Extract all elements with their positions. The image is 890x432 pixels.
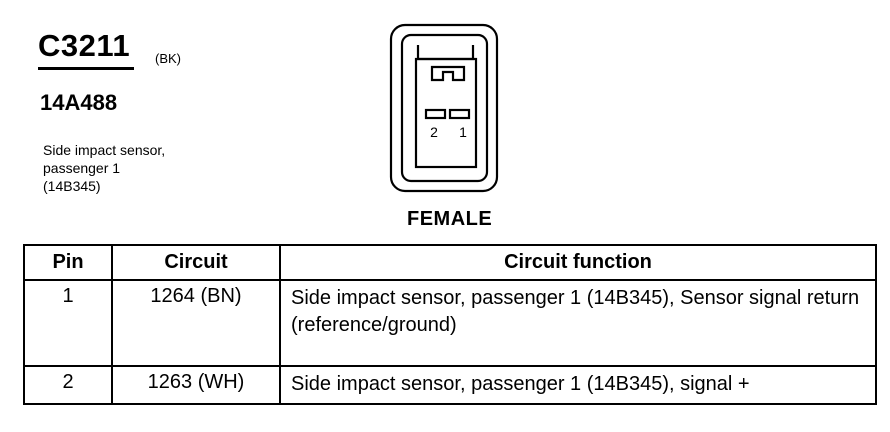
connector-housing-inner (400, 33, 489, 183)
connector-id: C3211 (38, 28, 131, 63)
column-header-pin: Pin (23, 244, 113, 281)
connector-face-diagram: 2 1 (389, 23, 499, 193)
pin-table: Pin Circuit Circuit function 1 1264 (BN)… (23, 244, 877, 405)
description-line: Side impact sensor, (43, 142, 166, 158)
connector-terminal-block (414, 57, 478, 169)
connector-key (430, 65, 466, 82)
connector-latch (416, 45, 475, 61)
table-row: 2 1263 (WH) Side impact sensor, passenge… (23, 365, 877, 405)
pin-label: 1 (459, 124, 467, 140)
pin-number: 2 (23, 365, 113, 405)
description-line: (14B345) (43, 178, 101, 194)
table-row: 1 1264 (BN) Side impact sensor, passenge… (23, 279, 877, 367)
circuit-code: 1263 (WH) (111, 365, 281, 405)
pin-cavity-1 (448, 108, 471, 120)
part-number: 14A488 (40, 90, 118, 115)
pin-number: 1 (23, 279, 113, 367)
connector-id-underline (38, 67, 134, 70)
column-header-circuit-function: Circuit function (279, 244, 877, 281)
column-header-circuit: Circuit (111, 244, 281, 281)
color-code: (BK) (155, 51, 181, 66)
circuit-code: 1264 (BN) (111, 279, 281, 367)
description-line: passenger 1 (43, 160, 121, 176)
table-header-row: Pin Circuit Circuit function (23, 244, 877, 281)
connector-description: Side impact sensor, passenger 1 (14B345) (43, 141, 165, 195)
connector-gender-label: FEMALE (407, 208, 493, 230)
pin-label: 2 (430, 124, 438, 140)
circuit-function: Side impact sensor, passenger 1 (14B345)… (279, 365, 877, 405)
circuit-function: Side impact sensor, passenger 1 (14B345)… (279, 279, 877, 367)
connector-housing-outer (389, 23, 499, 193)
pin-cavity-2 (424, 108, 447, 120)
